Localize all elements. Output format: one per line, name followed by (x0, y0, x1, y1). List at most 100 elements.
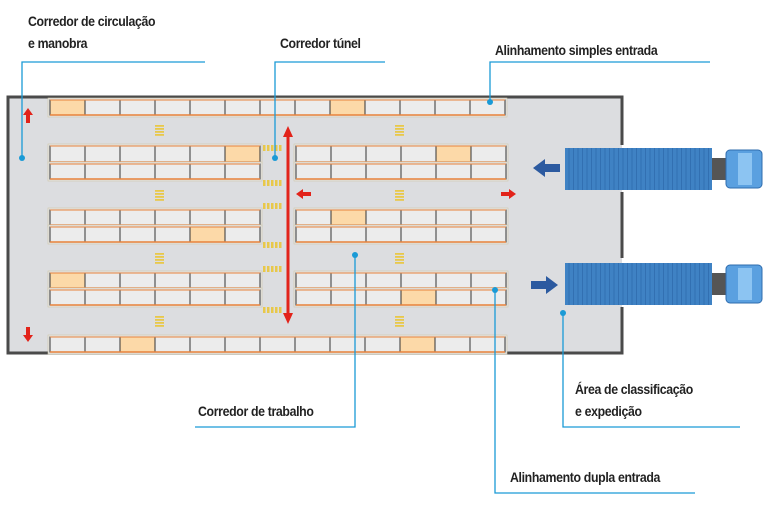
marking-stripe (395, 262, 404, 264)
rack-bay (189, 145, 226, 163)
floor-marking (263, 145, 282, 151)
rack-bay (330, 145, 367, 163)
arrow-up-icon (283, 126, 293, 137)
callout-tunnel-line (274, 61, 385, 158)
label-sorting-area-1: Área de classificação (575, 381, 693, 397)
rack-row (47, 334, 508, 355)
unload-arrow-left-icon (533, 159, 560, 177)
floor-marking (263, 180, 282, 186)
rack-row (47, 287, 263, 308)
marking-stripe (267, 242, 270, 248)
marking-stripe (275, 266, 278, 272)
marking-stripe (279, 145, 282, 151)
rack-bay (224, 209, 261, 226)
pallet-bay (224, 145, 261, 163)
warehouse-wall (6, 95, 624, 355)
callout-tunnel-dot (272, 155, 278, 161)
floor-marking (395, 253, 404, 264)
marking-stripe (271, 307, 274, 313)
rack-bay (154, 336, 191, 353)
truck-cab-roof (738, 153, 752, 185)
rack-bay (154, 99, 191, 116)
rack-bay (365, 163, 402, 180)
marking-stripe (395, 199, 404, 201)
rack-bay (365, 209, 402, 226)
rack-bay (119, 289, 156, 306)
pallet-bay (49, 99, 86, 116)
rack-row (47, 224, 263, 245)
rack-bay (329, 336, 366, 353)
rack-bay (400, 145, 437, 163)
label-single-entry-rack: Alinhamento simples entrada (495, 42, 658, 58)
callout-single-entry-dot (487, 99, 493, 105)
floor-marking (263, 307, 282, 313)
rack-bay (259, 336, 296, 353)
marking-stripe (267, 266, 270, 272)
marking-stripe (155, 199, 164, 201)
arrow-right-icon (501, 189, 516, 199)
rack-bay (154, 272, 191, 289)
marking-stripe (155, 253, 164, 255)
rack-bay (224, 272, 261, 289)
marking-stripe (275, 307, 278, 313)
rack-bay (400, 209, 437, 226)
marking-stripe (275, 180, 278, 186)
marking-stripe (267, 203, 270, 209)
rack-bay (435, 226, 472, 243)
pallet-bay (330, 209, 367, 226)
marking-stripe (279, 180, 282, 186)
marking-stripe (267, 145, 270, 151)
marking-stripe (395, 325, 404, 327)
arrow-up-icon (23, 108, 33, 123)
rack-row (47, 207, 263, 228)
rack-bay (119, 99, 156, 116)
rack-bay (435, 163, 472, 180)
rack-bay (189, 99, 226, 116)
marking-stripe (155, 125, 164, 127)
marking-stripe (395, 316, 404, 318)
marking-stripe (155, 262, 164, 264)
rack-bay (119, 145, 156, 163)
rack-bay (49, 226, 86, 243)
rack-bay (84, 99, 121, 116)
marking-stripe (155, 319, 164, 321)
rack-bay (295, 226, 332, 243)
label-double-entry-rack: Alinhamento dupla entrada (510, 469, 661, 485)
rack-bay (365, 145, 402, 163)
rack-bay (365, 272, 402, 289)
marking-stripe (155, 196, 164, 198)
marking-stripe (395, 259, 404, 261)
rack-bay (295, 145, 332, 163)
callout-work-aisle-line (195, 255, 356, 428)
rack-bay (470, 145, 507, 163)
marking-stripe (279, 203, 282, 209)
marking-stripe (155, 322, 164, 324)
marking-stripe (395, 193, 404, 195)
marking-stripe (155, 325, 164, 327)
rack-bay (119, 226, 156, 243)
rack-bay (330, 272, 367, 289)
marking-stripe (271, 180, 274, 186)
marking-stripe (279, 266, 282, 272)
marking-stripe (279, 307, 282, 313)
rack-bay (154, 209, 191, 226)
rack-bay (294, 336, 331, 353)
rack-bay (470, 272, 507, 289)
rack-bay (224, 99, 261, 116)
rack-row (47, 143, 263, 165)
floor-marking (155, 190, 164, 201)
marking-stripe (275, 145, 278, 151)
rack-bay (119, 163, 156, 180)
rack-bay (119, 272, 156, 289)
rack-row (47, 161, 263, 182)
rack-bay (154, 145, 191, 163)
callout-circulation-dot (19, 155, 25, 161)
marking-stripe (271, 242, 274, 248)
marking-stripe (263, 242, 266, 248)
marking-stripe (263, 266, 266, 272)
rack-bay (330, 226, 367, 243)
rack-row (293, 287, 509, 308)
rack-bay (189, 209, 226, 226)
rack-row (47, 270, 263, 291)
marking-stripe (395, 134, 404, 136)
